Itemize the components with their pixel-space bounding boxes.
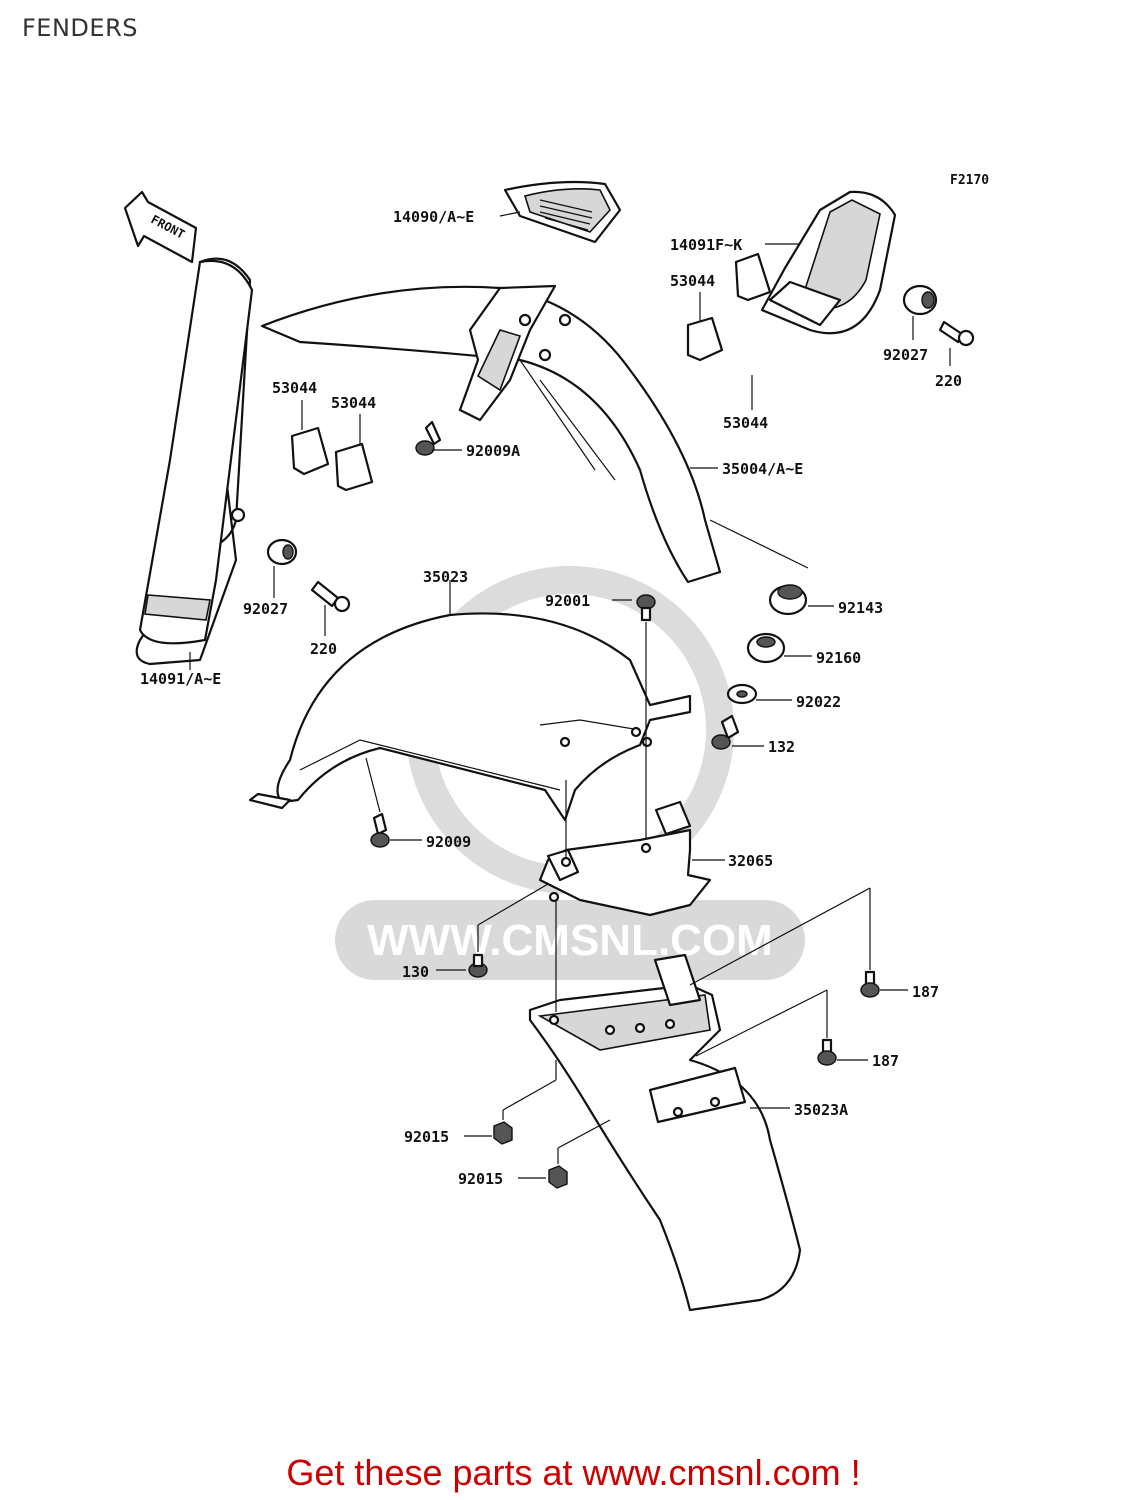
- callout-92160: 92160: [816, 649, 861, 667]
- callout-92015-a: 92015: [404, 1128, 449, 1146]
- callout-53044-l1: 53044: [272, 379, 317, 397]
- part-53044-clip-d: [334, 442, 374, 492]
- callout-14091ae: 14091/A~E: [140, 670, 221, 688]
- part-53044-clip-a: [686, 316, 724, 362]
- part-14091fk-cover: [760, 190, 897, 335]
- callout-220-r: 220: [935, 372, 962, 390]
- callout-187-b: 187: [872, 1052, 899, 1070]
- callout-35023: 35023: [423, 568, 468, 586]
- callout-130: 130: [402, 963, 429, 981]
- part-35023-rear-fender: [248, 612, 692, 822]
- part-187-bolt-a: [860, 970, 880, 998]
- part-92160-collar: [746, 632, 786, 664]
- callout-92009: 92009: [426, 833, 471, 851]
- part-92027-grommet-r: [902, 284, 938, 316]
- callout-92001: 92001: [545, 592, 590, 610]
- front-arrow-icon: FRONT: [123, 190, 198, 264]
- part-35004-front-fender: [260, 284, 722, 584]
- callout-92143: 92143: [838, 599, 883, 617]
- part-220-bolt-l: [310, 580, 351, 613]
- callout-132: 132: [768, 738, 795, 756]
- part-92022-washer: [726, 683, 758, 705]
- callout-53044-tr: 53044: [670, 272, 715, 290]
- callout-35023a: 35023A: [794, 1101, 848, 1119]
- figure-code: F2170: [950, 173, 989, 188]
- part-92143-damper: [768, 584, 808, 616]
- callout-92022: 92022: [796, 693, 841, 711]
- callout-14090: 14090/A~E: [393, 208, 474, 226]
- part-53044-clip-c: [290, 426, 330, 476]
- part-130-bolt: [468, 953, 488, 978]
- part-92027-grommet-l: [266, 538, 298, 566]
- watermark-text: WWW.CMSNL.COM: [367, 916, 773, 965]
- part-92015-nut-a: [493, 1121, 513, 1145]
- callout-14091fk: 14091F~K: [670, 236, 742, 254]
- callout-92027-r: 92027: [883, 346, 928, 364]
- part-92009a-bolt: [415, 420, 442, 456]
- page-title: FENDERS: [22, 14, 138, 42]
- footer-link[interactable]: Get these parts at www.cmsnl.com !: [286, 1452, 861, 1493]
- callout-53044-l2: 53044: [331, 394, 376, 412]
- callout-32065: 32065: [728, 852, 773, 870]
- callout-92015-b: 92015: [458, 1170, 503, 1188]
- part-53044-clip-b: [734, 252, 772, 302]
- callout-53044-tr2: 53044: [723, 414, 768, 432]
- part-92015-nut-b: [548, 1165, 568, 1189]
- part-32065-flap: [538, 800, 712, 917]
- callout-187-a: 187: [912, 983, 939, 1001]
- callout-35004: 35004/A~E: [722, 460, 803, 478]
- part-187-bolt-b: [817, 1038, 837, 1066]
- part-92001-bolt: [636, 594, 656, 622]
- part-14090-pad: [503, 180, 622, 244]
- part-92009-bolt: [370, 812, 390, 848]
- callout-220-l: 220: [310, 640, 337, 658]
- part-14091ae-cover: [135, 257, 254, 666]
- part-35023a-rear-fender: [528, 953, 802, 1312]
- callout-92009a: 92009A: [466, 442, 520, 460]
- callout-92027-l: 92027: [243, 600, 288, 618]
- part-132-bolt: [711, 714, 740, 750]
- part-220-bolt-r: [938, 320, 975, 347]
